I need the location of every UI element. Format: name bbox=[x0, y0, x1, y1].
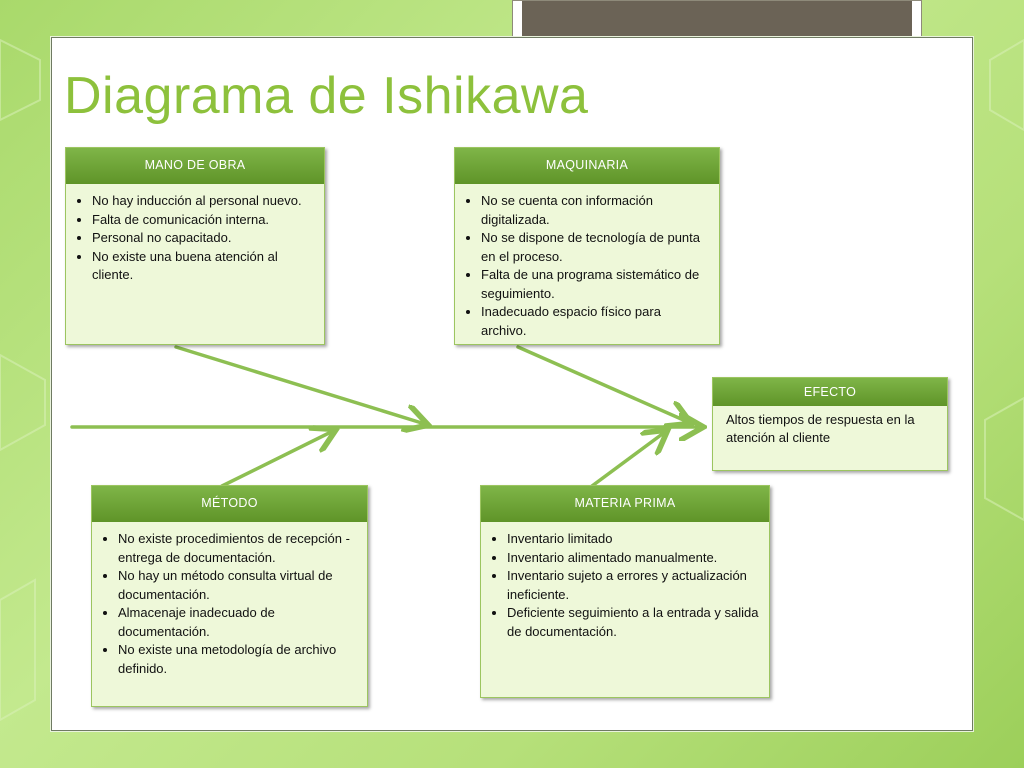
category-list: No hay inducción al personal nuevo. Falt… bbox=[66, 184, 324, 285]
category-box-mano-de-obra: MANO DE OBRA No hay inducción al persona… bbox=[65, 147, 325, 345]
category-header: MATERIA PRIMA bbox=[481, 486, 769, 522]
list-item: No hay inducción al personal nuevo. bbox=[92, 192, 314, 211]
metodo-bone bbox=[220, 431, 333, 488]
list-item: Falta de una programa sistemático de seg… bbox=[481, 266, 709, 303]
list-item: Personal no capacitado. bbox=[92, 229, 314, 248]
maquinaria-bone bbox=[516, 345, 688, 422]
category-header: MANO DE OBRA bbox=[66, 148, 324, 184]
effect-header: EFECTO bbox=[713, 378, 947, 406]
category-box-metodo: MÉTODO No existe procedimientos de recep… bbox=[91, 485, 368, 707]
mano-de-obra-bone bbox=[174, 345, 425, 424]
list-item: No se cuenta con información digitalizad… bbox=[481, 192, 709, 229]
list-item: Inadecuado espacio físico para archivo. bbox=[481, 303, 709, 340]
list-item: No existe procedimientos de recepción - … bbox=[118, 530, 357, 567]
list-item: No se dispone de tecnología de punta en … bbox=[481, 229, 709, 266]
list-item: Inventario alimentado manualmente. bbox=[507, 549, 759, 568]
category-box-materia-prima: MATERIA PRIMA Inventario limitado Invent… bbox=[480, 485, 770, 698]
materia-prima-bone bbox=[590, 432, 665, 488]
category-list: No existe procedimientos de recepción - … bbox=[92, 522, 367, 678]
list-item: No existe una buena atención al cliente. bbox=[92, 248, 314, 285]
category-box-maquinaria: MAQUINARIA No se cuenta con información … bbox=[454, 147, 720, 345]
effect-text: Altos tiempos de respuesta en la atenció… bbox=[726, 412, 915, 445]
category-header: MAQUINARIA bbox=[455, 148, 719, 184]
category-list: Inventario limitado Inventario alimentad… bbox=[481, 522, 769, 641]
effect-box: EFECTO Altos tiempos de respuesta en la … bbox=[712, 377, 948, 471]
slide-title: Diagrama de Ishikawa bbox=[64, 67, 589, 125]
category-header: MÉTODO bbox=[92, 486, 367, 522]
list-item: No hay un método consulta virtual de doc… bbox=[118, 567, 357, 604]
list-item: Inventario sujeto a errores y actualizac… bbox=[507, 567, 759, 604]
list-item: No existe una metodología de archivo def… bbox=[118, 641, 357, 678]
list-item: Almacenaje inadecuado de documentación. bbox=[118, 604, 357, 641]
list-item: Inventario limitado bbox=[507, 530, 759, 549]
list-item: Deficiente seguimiento a la entrada y sa… bbox=[507, 604, 759, 641]
category-list: No se cuenta con información digitalizad… bbox=[455, 184, 719, 340]
list-item: Falta de comunicación interna. bbox=[92, 211, 314, 230]
